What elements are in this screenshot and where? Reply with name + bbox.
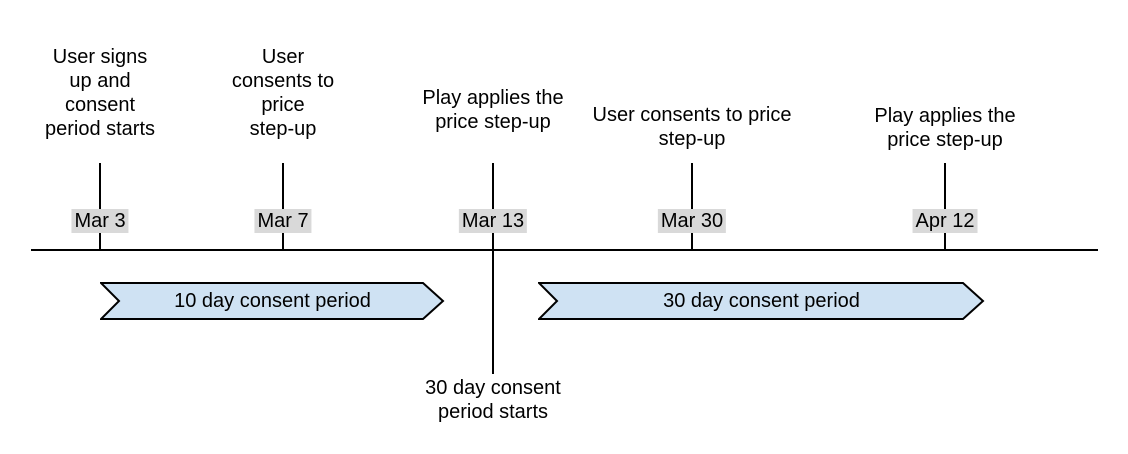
- event-tick-line: [691, 163, 693, 250]
- event-label-play-applies-2: Play applies the price step-up: [874, 105, 1016, 151]
- event-label-user-signs-up: User signs up and consent period starts: [44, 46, 156, 140]
- event-date-badge: Mar 13: [458, 209, 528, 233]
- arrow-banner-graphic: [538, 282, 985, 320]
- arrow-banner-shape: [538, 282, 985, 320]
- consent-period-banner-10day: 10 day consent period: [100, 281, 445, 321]
- arrow-banner-graphic: [100, 282, 445, 320]
- event-label-user-consents-2: User consents to price step-up: [592, 104, 792, 150]
- event-label-play-applies-1: Play applies the price step-up: [422, 87, 564, 133]
- arrow-banner-shape: [100, 282, 445, 320]
- consent-period-banner-30day: 30 day consent period: [538, 281, 985, 321]
- event-date-badge: Mar 3: [71, 209, 129, 233]
- consent-period-label-10day: 10 day consent period: [174, 289, 371, 312]
- event-date-badge: Apr 12: [912, 209, 978, 233]
- annotation-30day-period-starts: 30 day consent period starts: [425, 377, 561, 423]
- event-date-badge: Mar 7: [254, 209, 312, 233]
- event-tick-line: [99, 163, 101, 250]
- consent-period-label-30day: 30 day consent period: [663, 289, 860, 312]
- event-tick-line: [944, 163, 946, 250]
- event-label-user-consents-1: User consents to price step-up: [231, 46, 335, 140]
- event-tick-line: [492, 163, 494, 250]
- timeline-axis: [31, 249, 1098, 251]
- event-tick-line: [282, 163, 284, 250]
- annotation-connector-line: [492, 251, 494, 374]
- event-date-badge: Mar 30: [657, 209, 727, 233]
